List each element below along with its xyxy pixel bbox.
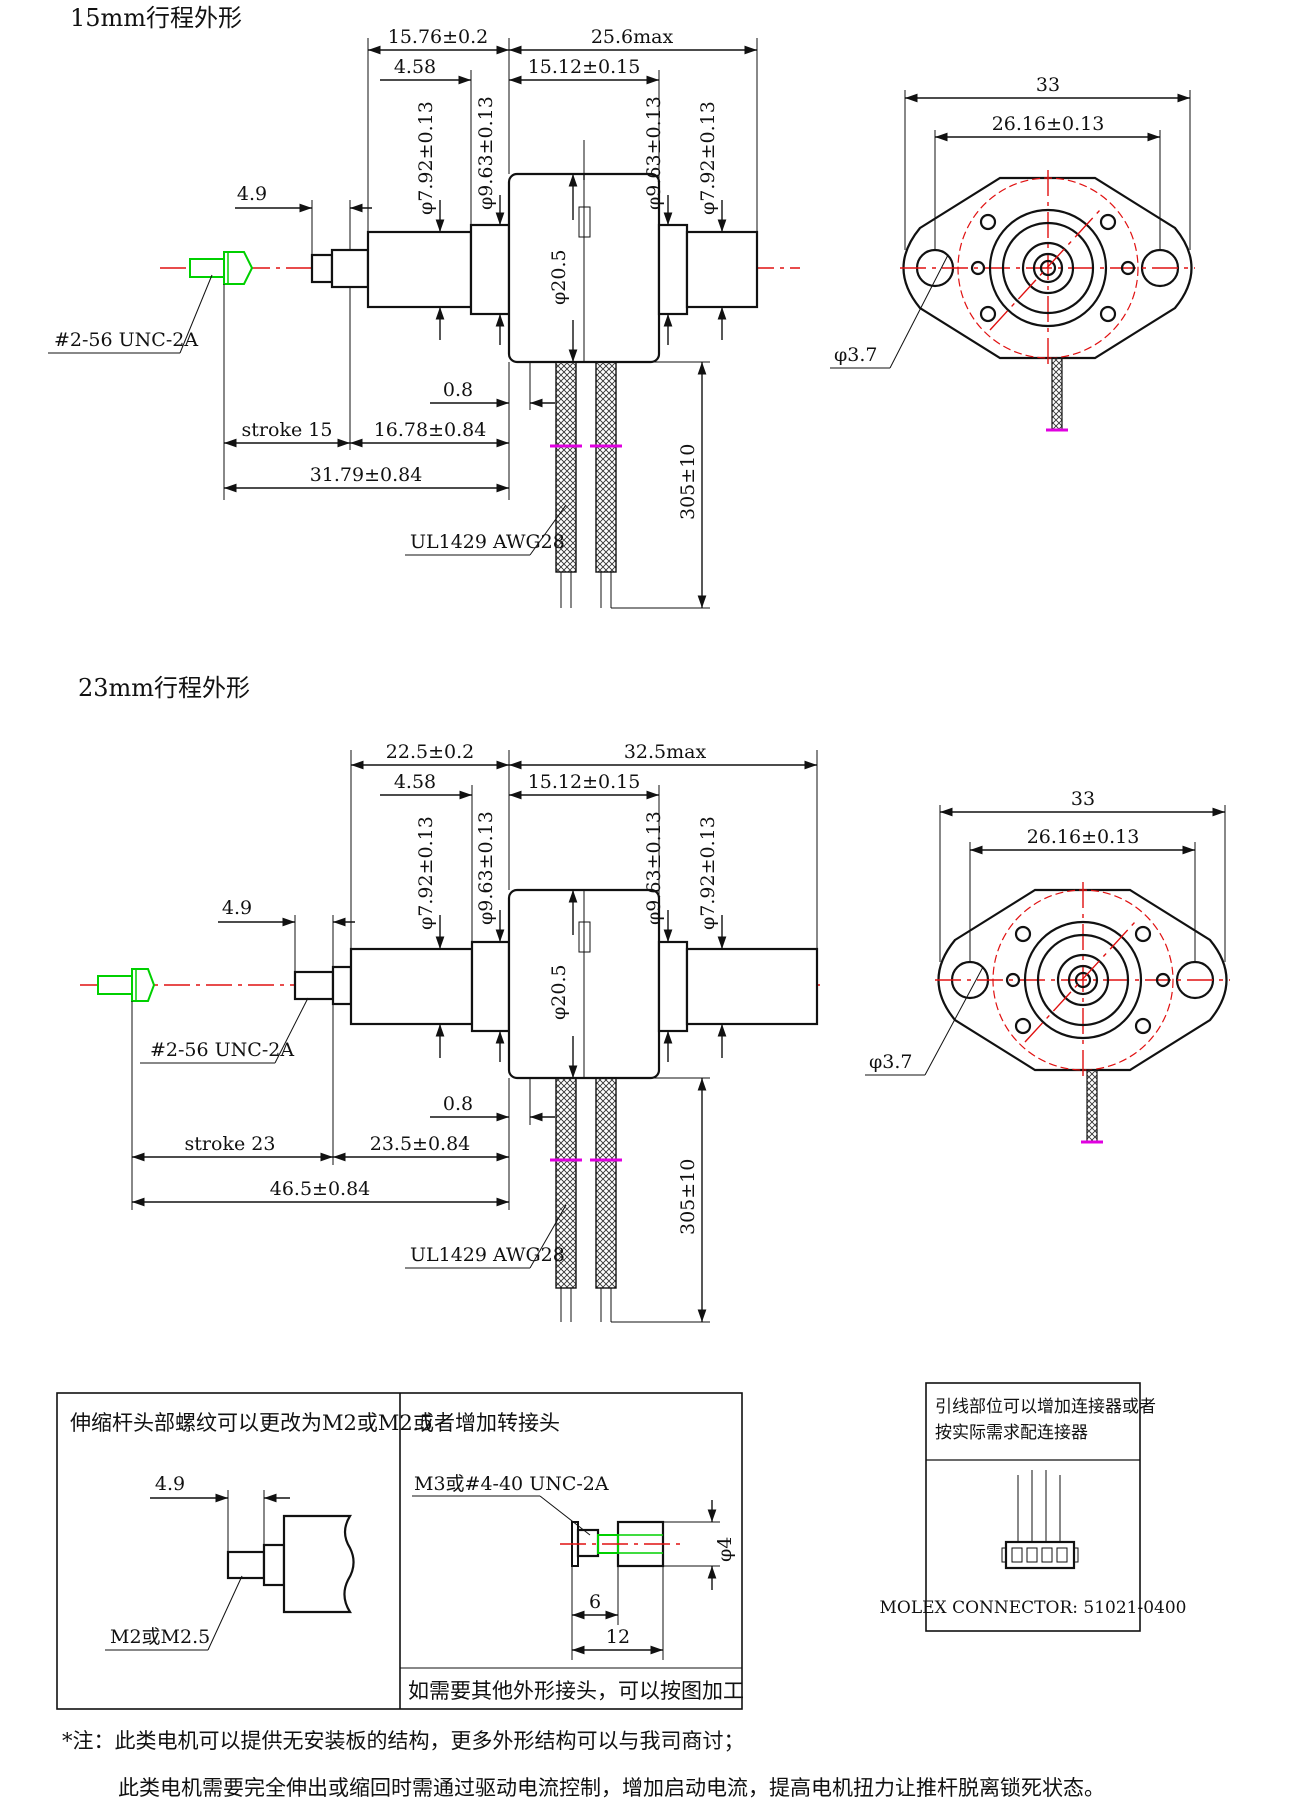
- top-dim-g: φ9.63±0.13: [643, 96, 665, 210]
- top-lead-wires: [550, 361, 622, 608]
- option-left-dim: 4.9: [155, 1473, 185, 1495]
- bottom-dim-l: stroke 23: [185, 1133, 276, 1155]
- bottom-dim-i: 4.9: [222, 897, 252, 919]
- note-line-1: *注：此类电机可以提供无安装板的结构，更多外形结构可以与我司商讨；: [62, 1729, 745, 1753]
- bottom-dim-a: 22.5±0.2: [386, 741, 474, 763]
- connector-line-2: 按实际需求配连接器: [935, 1423, 1088, 1443]
- bottom-dim-o: 305±10: [677, 1159, 699, 1235]
- option-right-title: 或者增加转接头: [413, 1411, 560, 1435]
- top-side-width: 33: [1036, 74, 1060, 96]
- top-dim-o: 305±10: [677, 444, 699, 520]
- top-dim-h: φ7.92±0.13: [697, 101, 719, 215]
- option-right-d12: 12: [606, 1626, 630, 1648]
- bottom-dim-g: φ9.63±0.13: [643, 811, 665, 925]
- top-dim-j: φ20.5: [548, 249, 570, 305]
- connector-line-1: 引线部位可以增加连接器或者: [935, 1397, 1156, 1417]
- top-dim-e: φ7.92±0.13: [415, 101, 437, 215]
- bottom-dim-c: 4.58: [394, 771, 436, 793]
- bottom-front-view: 23mm行程外形 22.5±0.2 32.5ma: [78, 674, 820, 1323]
- bottom-wire-label: UL1429 AWG28: [410, 1244, 565, 1266]
- option-left-title: 伸缩杆头部螺纹可以更改为M2或M2.5: [70, 1411, 433, 1435]
- connector-label: MOLEX CONNECTOR: 51021-0400: [880, 1598, 1187, 1618]
- options-table: 伸缩杆头部螺纹可以更改为M2或M2.5 或者增加转接头 4.9 M2或M2.5: [56, 1392, 744, 1710]
- top-dim-i: 4.9: [237, 183, 267, 205]
- note-line-2: 此类电机需要完全伸出或缩回时需通过驱动电流控制，增加启动电流，提高电机扭力让推杆…: [118, 1776, 1105, 1800]
- top-dim-d: 15.12±0.15: [528, 56, 641, 78]
- bottom-thread-head: [97, 968, 156, 1002]
- top-side-hole: φ3.7: [834, 344, 878, 366]
- bottom-thread-label: #2-56 UNC-2A: [150, 1039, 294, 1061]
- top-front-view: 15mm行程外形: [48, 4, 800, 609]
- bottom-section-title: 23mm行程外形: [78, 674, 250, 702]
- bottom-dim-d: 15.12±0.15: [528, 771, 641, 793]
- bottom-dim-b: 32.5max: [624, 741, 707, 763]
- top-side-view: 33 26.16±0.13 φ3.7: [830, 74, 1195, 432]
- top-dim-l: stroke 15: [242, 419, 333, 441]
- option-right-dia: φ4: [714, 1537, 736, 1562]
- bottom-dim-e: φ7.92±0.13: [415, 816, 437, 930]
- bottom-lead-wires: [550, 1077, 622, 1322]
- bottom-dim-k: 0.8: [443, 1093, 473, 1115]
- molex-connector-sketch: [1001, 1470, 1079, 1570]
- bottom-dim-n: 46.5±0.84: [270, 1178, 371, 1200]
- bottom-side-view: 33 26.16±0.13 φ3.7: [865, 788, 1230, 1144]
- footnotes: *注：此类电机可以提供无安装板的结构，更多外形结构可以与我司商讨； 此类电机需要…: [62, 1729, 1105, 1800]
- top-side-pitch: 26.16±0.13: [992, 113, 1105, 135]
- option-right-note: 如需要其他外形接头，可以按图加工: [408, 1679, 744, 1703]
- bottom-dim-f: φ9.63±0.13: [475, 811, 497, 925]
- connector-box: 引线部位可以增加连接器或者 按实际需求配连接器 MOLEX CONNECTOR:…: [880, 1382, 1187, 1632]
- bottom-side-hole: φ3.7: [869, 1051, 913, 1073]
- top-dim-k: 0.8: [443, 379, 473, 401]
- top-thread-head: [189, 251, 254, 285]
- top-dim-b: 25.6max: [591, 26, 674, 48]
- option-right-thread: M3或#4-40 UNC-2A: [414, 1473, 609, 1495]
- top-section-title: 15mm行程外形: [70, 4, 242, 32]
- option-right-sketch: M3或#4-40 UNC-2A φ4 6 12: [412, 1473, 736, 1660]
- bottom-dim-m: 23.5±0.84: [370, 1133, 471, 1155]
- bottom-side-width: 33: [1071, 788, 1095, 810]
- option-left-thread: M2或M2.5: [110, 1626, 210, 1648]
- top-dim-a: 15.76±0.2: [388, 26, 489, 48]
- top-dim-m: 16.78±0.84: [374, 419, 487, 441]
- top-wire-label: UL1429 AWG28: [410, 531, 565, 553]
- top-dim-f: φ9.63±0.13: [475, 96, 497, 210]
- bottom-side-pitch: 26.16±0.13: [1027, 826, 1140, 848]
- bottom-dim-j: φ20.5: [548, 964, 570, 1020]
- top-dim-c: 4.58: [394, 56, 436, 78]
- top-dim-n: 31.79±0.84: [310, 464, 423, 486]
- option-right-d6: 6: [589, 1591, 601, 1613]
- option-left-sketch: 4.9 M2或M2.5: [105, 1473, 355, 1651]
- top-thread-label: #2-56 UNC-2A: [54, 329, 198, 351]
- bottom-dim-h: φ7.92±0.13: [697, 816, 719, 930]
